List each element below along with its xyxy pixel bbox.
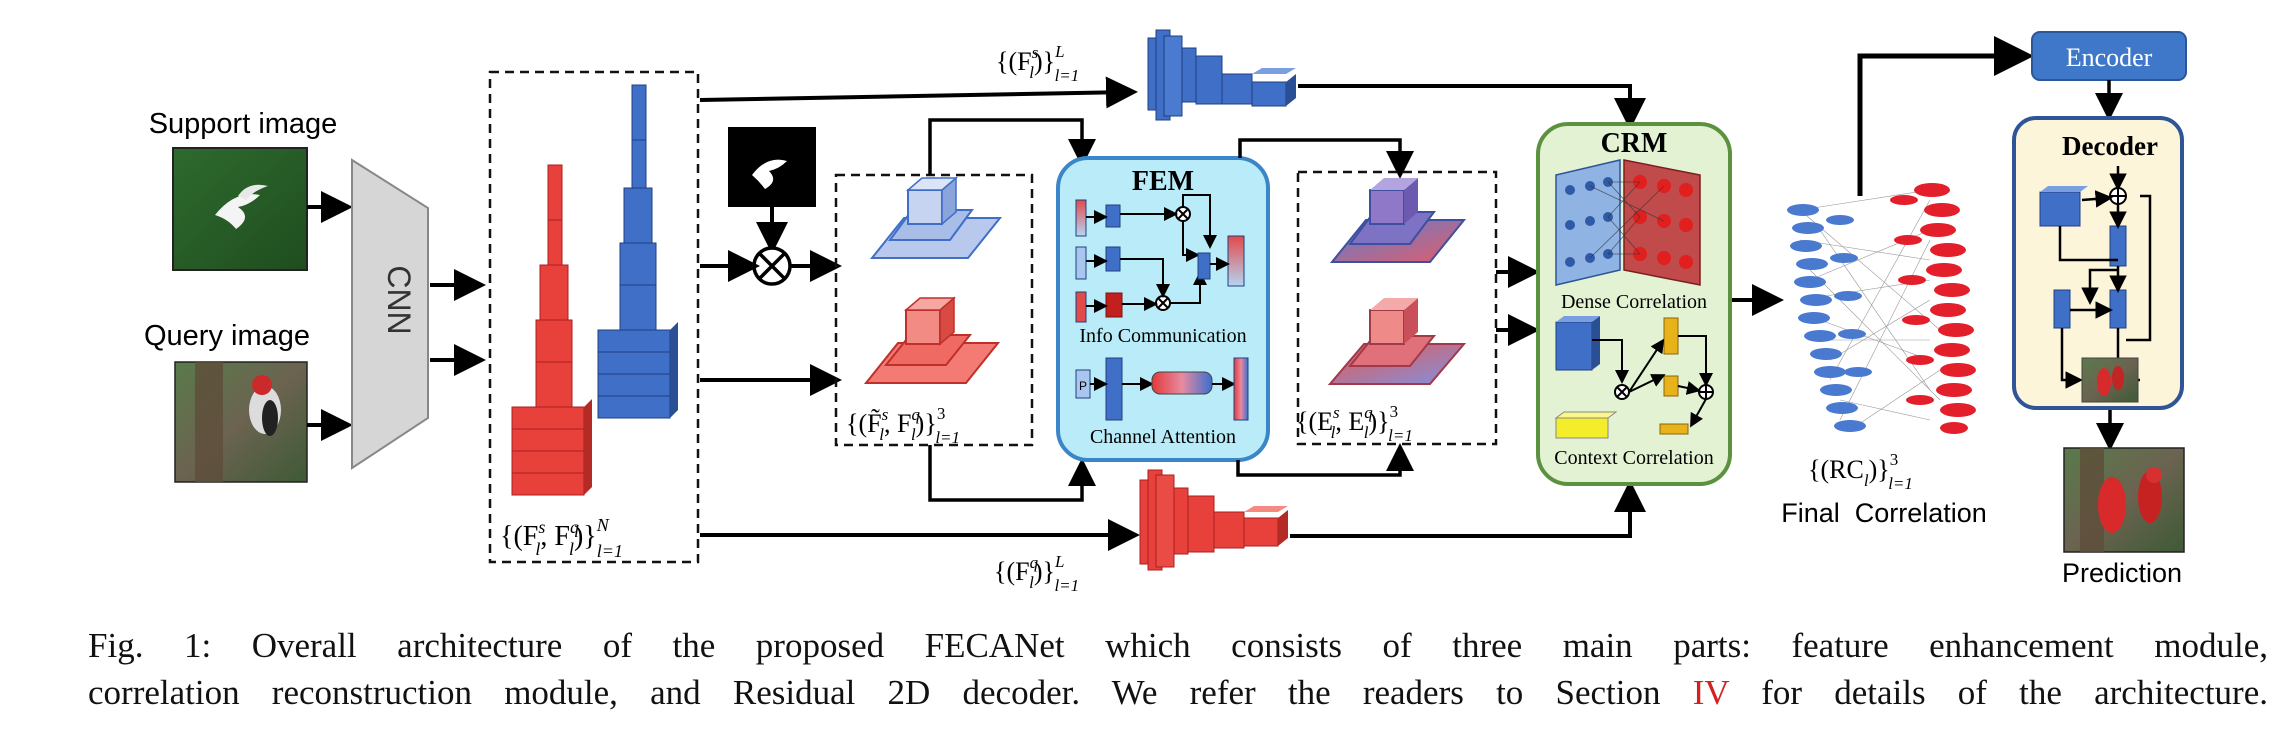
support-image [172,147,308,271]
masked-query-pyramid [863,296,1001,384]
context-correlation-label: Context Correlation [1554,447,1713,469]
section-reference-link[interactable]: IV [1692,673,1729,712]
enhanced-support-pyramid [1329,178,1467,263]
query-feature-blocks [1139,469,1288,571]
decoder-output-thumbnail [2081,357,2139,403]
fem-module: FEM Info Communication P Cha [1056,156,1270,462]
prediction-image [2063,447,2185,553]
crm-title: CRM [1601,128,1668,159]
dense-correlation-label: Dense Correlation [1561,291,1707,313]
support-feature-stack [597,84,678,419]
fem-title: FEM [1132,166,1194,197]
decoder-block: Decoder [2012,116,2184,410]
prediction-label: Prediction [2062,558,2182,588]
caption-line1: Fig. 1: Overall architecture of the prop… [88,626,2268,665]
figure-caption: Fig. 1: Overall architecture of the prop… [88,622,2268,716]
support-image-label: Support image [149,108,338,140]
enhanced-query-pyramid [1327,298,1467,385]
support-feature-blocks [1147,29,1296,121]
decoder-title: Decoder [2062,131,2158,161]
channel-attention-label: Channel Attention [1090,426,1236,448]
caption-line2-before: correlation reconstruction module, and R… [88,673,1693,712]
feature-pyramid-box [488,70,700,564]
enhanced-features-box [1296,170,1498,446]
encoder-block: Encoder [2031,31,2187,81]
encoder-label: Encoder [2066,43,2153,72]
masked-support-pyramid [869,176,1003,259]
masked-features-box [834,173,1034,447]
final-correlation-network [1787,183,1976,434]
cnn-label: CNN [381,265,417,334]
crm-module: CRM Dense Correlation [1536,122,1732,486]
architecture-diagram: Support image Query image CNN [144,29,2187,595]
p-block-label: P [1079,379,1087,393]
caption-line2-after: for details of the architecture. [1729,673,2268,712]
support-mask [728,127,816,207]
final-correlation-label: Final Correlation [1781,498,1987,528]
query-feature-stack [511,164,592,496]
query-image [174,361,308,483]
multiply-operator [752,246,792,286]
query-image-label: Query image [144,320,310,352]
cnn-block: CNN [351,158,429,470]
info-communication-label: Info Communication [1079,325,1246,347]
caption-line2: correlation reconstruction module, and R… [88,669,2268,716]
